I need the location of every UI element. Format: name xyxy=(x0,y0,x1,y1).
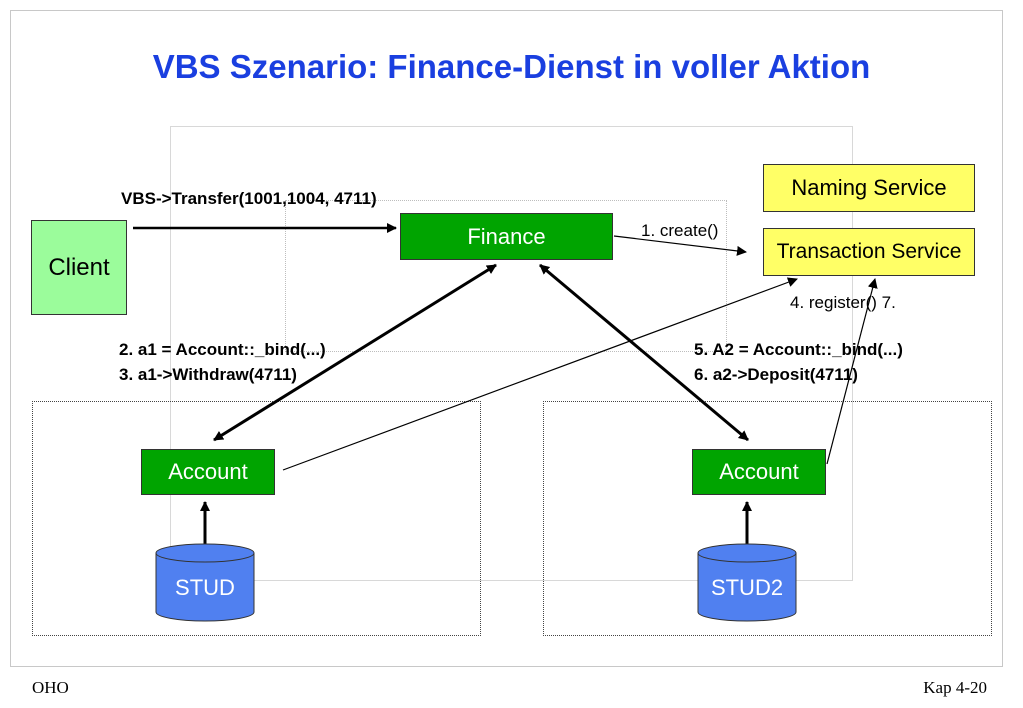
right-register-arrow xyxy=(826,278,878,465)
account-left-label: Account xyxy=(168,459,248,484)
stud2-label: STUD2 xyxy=(710,575,784,600)
transfer-call-label: VBS->Transfer(1001,1004, 4711) xyxy=(121,189,377,208)
slide-title: VBS Szenario: Finance-Dienst in voller A… xyxy=(152,48,871,85)
left-step-3-label: 3. a1->Withdraw(4711) xyxy=(119,365,297,384)
footer-right: Kap 4-20 xyxy=(923,678,987,697)
transaction-service-node: Transaction Service xyxy=(763,228,975,276)
finance-left-account-arrow xyxy=(213,263,497,442)
finance-label: Finance xyxy=(467,223,546,249)
left-step-2-label: 2. a1 = Account::_bind(...) xyxy=(119,340,326,359)
account-right-node: Account xyxy=(692,449,826,495)
account-left-node: Account xyxy=(141,449,275,495)
slide-frame xyxy=(10,10,1003,667)
create-call-label: 1. create() xyxy=(641,221,719,240)
left-register-arrow xyxy=(282,277,798,471)
naming-service-node: Naming Service xyxy=(763,164,975,212)
stud-database-icon xyxy=(155,543,255,622)
embedded-figure-frame xyxy=(170,126,853,581)
right-step-5-label: 5. A2 = Account::_bind(...) xyxy=(694,340,903,359)
finance-node: Finance xyxy=(400,213,613,260)
stud2-database-icon xyxy=(697,543,797,622)
right-step-6-label: 6. a2->Deposit(4711) xyxy=(694,365,858,384)
right-node-dotted-box xyxy=(543,401,992,636)
footer-left: OHO xyxy=(32,678,69,697)
stud-label: STUD xyxy=(175,575,235,600)
create-arrow xyxy=(613,235,747,256)
finance-right-account-arrow xyxy=(539,263,749,442)
client-node: Client xyxy=(31,220,127,315)
client-label: Client xyxy=(48,253,110,281)
naming-service-label: Naming Service xyxy=(791,175,947,200)
transaction-service-label: Transaction Service xyxy=(776,240,962,263)
account-right-label: Account xyxy=(719,459,799,484)
register-call-label: 4. register() 7. xyxy=(790,293,896,312)
